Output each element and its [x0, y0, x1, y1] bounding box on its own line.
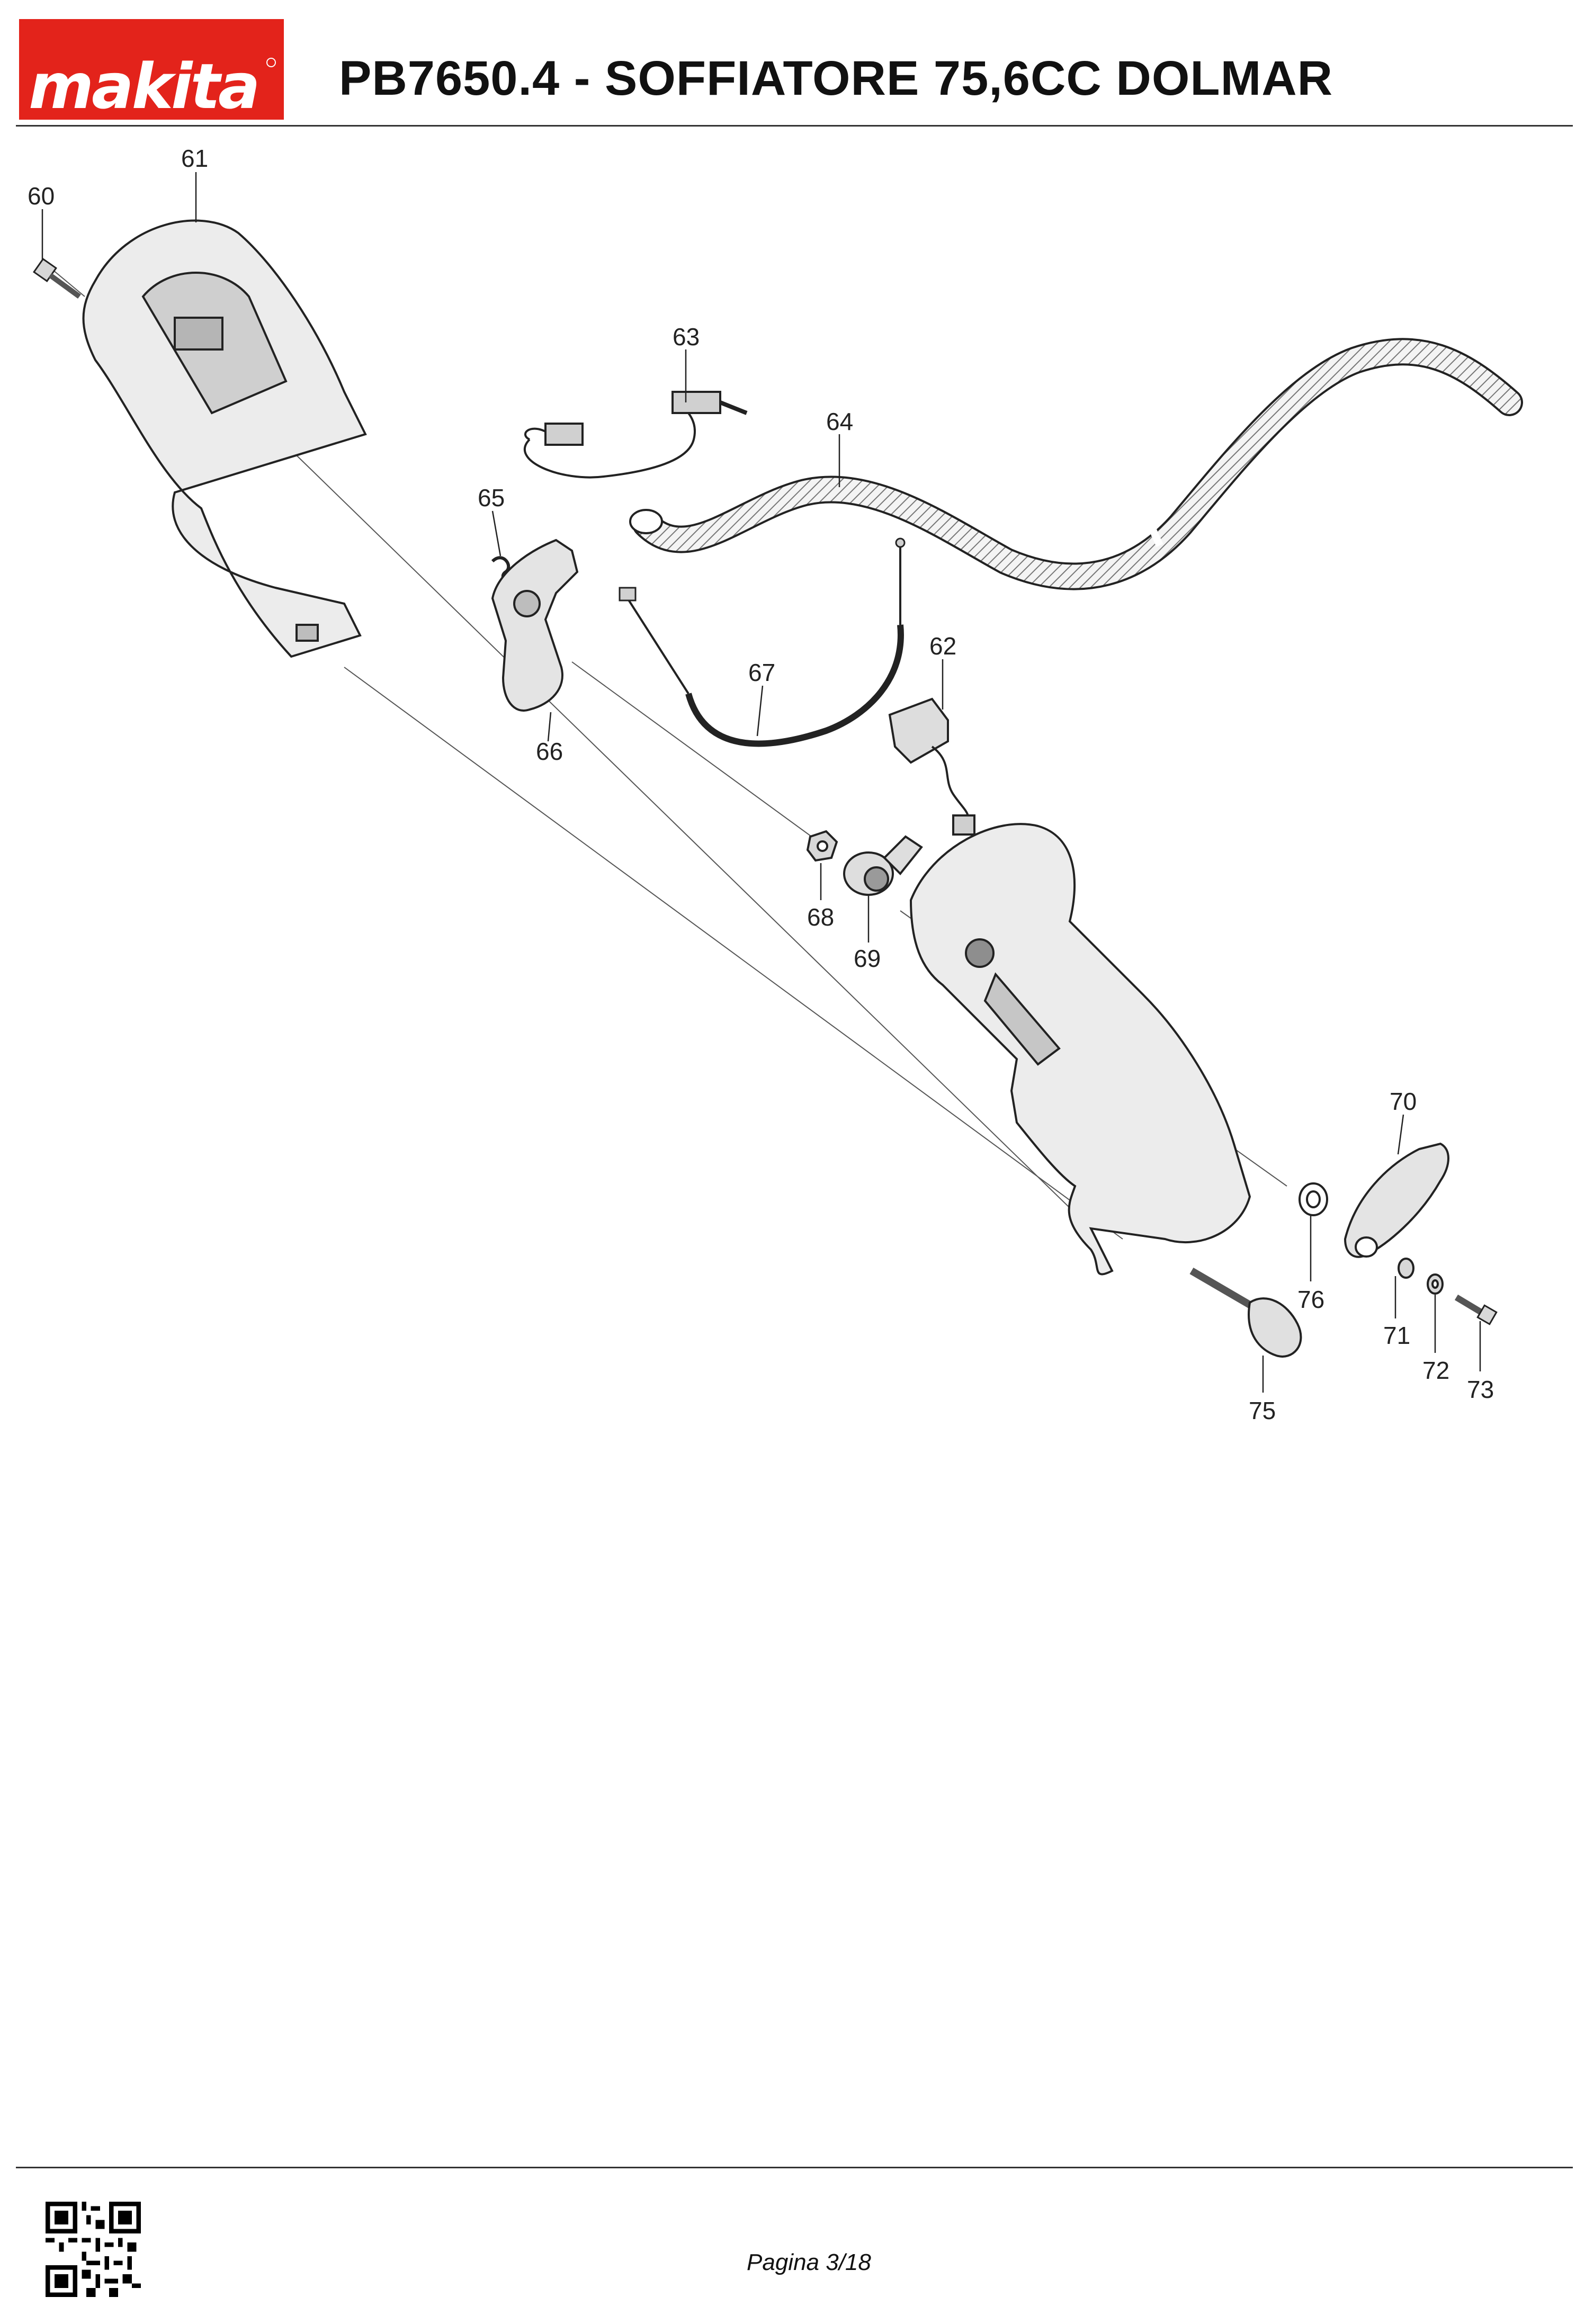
- exploded-parts-diagram: 60 61 62 63 64 65 66 67 68 69 70 71 72 7…: [28, 145, 1523, 1424]
- part-72-washer: [1427, 1273, 1444, 1295]
- callout-64: 64: [826, 408, 853, 435]
- logo-wordmark: makita: [29, 50, 258, 120]
- callout-72: 72: [1422, 1357, 1449, 1384]
- part-73-screw: [1454, 1294, 1498, 1325]
- callout-75: 75: [1249, 1397, 1276, 1424]
- callout-66: 66: [536, 738, 563, 765]
- qr-code-icon: [46, 2202, 141, 2297]
- header-divider: [16, 125, 1573, 127]
- callout-63: 63: [673, 323, 700, 351]
- callout-76: 76: [1297, 1286, 1324, 1313]
- part-61-handle-half: [82, 219, 367, 658]
- front-handle-half: [909, 823, 1251, 1276]
- callout-60: 60: [28, 182, 55, 210]
- part-75-bolt: [1189, 1267, 1302, 1358]
- part-71-washer: [1398, 1258, 1414, 1279]
- page-number: Pagina 3/18: [747, 2249, 871, 2275]
- callout-69: 69: [854, 945, 881, 972]
- part-60-screw: [33, 258, 81, 299]
- callout-labels: 60 61 62 63 64 65 66 67 68 69 70 71 72 7…: [28, 145, 1494, 1424]
- part-70-cover: [1344, 1142, 1449, 1258]
- part-66-throttle-trigger: [491, 539, 579, 712]
- callout-68: 68: [807, 903, 834, 931]
- callout-67: 67: [748, 659, 775, 686]
- part-67-throttle-cable: [619, 537, 906, 747]
- callout-70: 70: [1390, 1088, 1417, 1115]
- page-title: PB7650.4 - SOFFIATORE 75,6CC DOLMAR: [339, 51, 1333, 105]
- callout-62: 62: [929, 632, 956, 660]
- callout-71: 71: [1383, 1322, 1410, 1349]
- part-69-switch-knob: [843, 835, 923, 896]
- callout-73: 73: [1467, 1376, 1494, 1403]
- callout-65: 65: [478, 484, 505, 512]
- part-68-nut: [806, 830, 838, 862]
- callout-61: 61: [181, 145, 208, 172]
- makita-logo: makita: [19, 19, 284, 120]
- part-76-washer: [1299, 1182, 1328, 1216]
- part-63-wire-harness: [524, 391, 748, 479]
- part-64-corrugated-hose: [629, 338, 1523, 590]
- part-62-stop-switch: [888, 697, 975, 836]
- footer-divider: [16, 2167, 1573, 2168]
